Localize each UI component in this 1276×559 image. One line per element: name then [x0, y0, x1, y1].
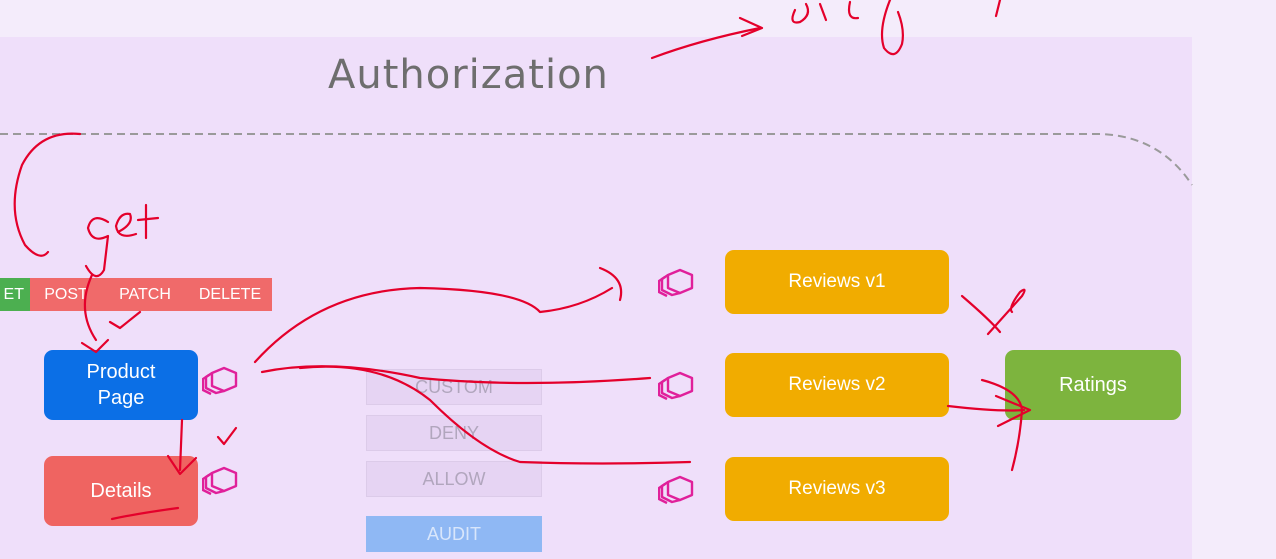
action-audit: AUDIT	[366, 516, 542, 552]
method-post: POST	[30, 278, 102, 311]
method-patch: PATCH	[102, 278, 188, 311]
reviews-v1-label: Reviews v1	[788, 271, 886, 292]
envoy-proxy-icon	[202, 366, 238, 396]
reviews-v3-service: Reviews v3	[725, 457, 949, 521]
method-get: ET	[0, 278, 30, 311]
ratings-service: Ratings	[1005, 350, 1181, 420]
product-page-label: Product Page	[86, 361, 156, 409]
page-title: Authorization	[328, 52, 609, 98]
envoy-proxy-icon	[202, 466, 238, 496]
envoy-proxy-icon	[658, 268, 694, 298]
action-allow: ALLOW	[366, 461, 542, 497]
envoy-proxy-icon	[658, 371, 694, 401]
reviews-v2-label: Reviews v2	[788, 374, 886, 395]
details-label: Details	[90, 479, 152, 502]
http-methods-bar: ET POST PATCH DELETE	[0, 278, 272, 311]
reviews-v2-service: Reviews v2	[725, 353, 949, 417]
details-service: Details	[44, 456, 198, 526]
reviews-v1-service: Reviews v1	[725, 250, 949, 314]
product-page-service: Product Page	[44, 350, 198, 420]
ratings-label: Ratings	[1059, 373, 1127, 396]
reviews-v3-label: Reviews v3	[788, 478, 886, 499]
envoy-proxy-icon	[658, 475, 694, 505]
method-delete: DELETE	[188, 278, 272, 311]
